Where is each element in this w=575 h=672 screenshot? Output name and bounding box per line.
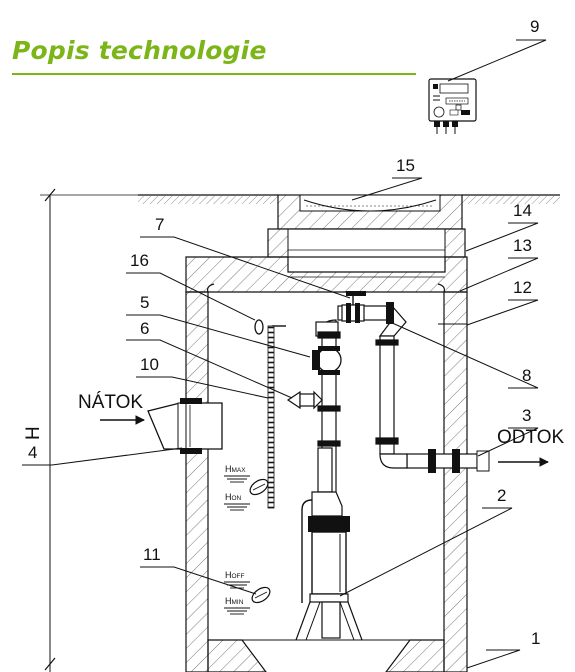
float-switch-lower: [251, 586, 271, 604]
inlet-label: NÁTOK: [78, 392, 143, 413]
callout-12: 12: [513, 278, 532, 297]
bleed-valve: [286, 390, 323, 410]
height-dimension: [40, 188, 140, 672]
level-probe: [267, 325, 286, 509]
tank-top-slab: [185, 256, 468, 293]
level-hmax-main: H: [225, 464, 232, 474]
callout-10: 10: [140, 355, 159, 374]
page-title: Popis technologie: [12, 36, 267, 65]
svg-text:HMAX: HMAX: [225, 464, 246, 474]
callout-16: 16: [130, 251, 149, 270]
callout-1: 1: [531, 629, 540, 648]
level-hoff-main: H: [225, 570, 232, 580]
outlet-pipe: [406, 449, 490, 473]
level-hon: HON: [224, 492, 250, 511]
submersible-pump: [295, 516, 363, 641]
title-underline: [12, 73, 416, 75]
extension-ring: [267, 228, 466, 258]
control-unit: [428, 78, 477, 134]
callout-2: 2: [497, 486, 506, 505]
level-hmin: HMIN: [224, 596, 250, 615]
tank-bottom: [207, 639, 445, 672]
check-valve: [312, 346, 342, 375]
callout-8: 8: [522, 366, 531, 385]
pump-riser: [301, 447, 343, 603]
inlet-pipe: [147, 398, 223, 454]
float-switch-upper: [249, 478, 269, 496]
tank-walls: [185, 283, 468, 672]
level-hoff-sub: OFF: [232, 573, 245, 580]
callout-14: 14: [513, 201, 532, 220]
level-hmin-main: H: [225, 596, 232, 606]
callout-6: 6: [140, 319, 149, 338]
callout-7: 7: [155, 215, 164, 234]
callout-3: 3: [522, 406, 531, 425]
ground-surface: [138, 194, 560, 204]
level-hon-main: H: [225, 492, 232, 502]
ball-valve: [341, 291, 366, 323]
callout-13: 13: [513, 236, 532, 255]
callout-5: 5: [140, 293, 149, 312]
level-hmin-sub: MIN: [232, 599, 244, 606]
svg-text:HOFF: HOFF: [225, 570, 245, 580]
height-dimension-label: H: [23, 426, 44, 440]
level-hoff: HOFF: [224, 570, 250, 589]
callout-9: 9: [530, 17, 539, 36]
ventilation-opening: [254, 319, 264, 335]
level-hon-sub: ON: [232, 495, 242, 502]
outlet-label: ODTOK: [497, 427, 565, 448]
callout-4: 4: [28, 443, 37, 462]
callout-15: 15: [396, 156, 415, 175]
callout-11: 11: [143, 545, 161, 564]
pipe-coupling: [386, 302, 394, 324]
svg-text:HON: HON: [225, 492, 242, 502]
level-hmax: HMAX: [224, 464, 250, 483]
level-hmax-sub: MAX: [232, 467, 247, 474]
manhole-cover: [277, 194, 463, 230]
svg-text:HMIN: HMIN: [225, 596, 244, 606]
callout-leaders: [22, 39, 547, 669]
